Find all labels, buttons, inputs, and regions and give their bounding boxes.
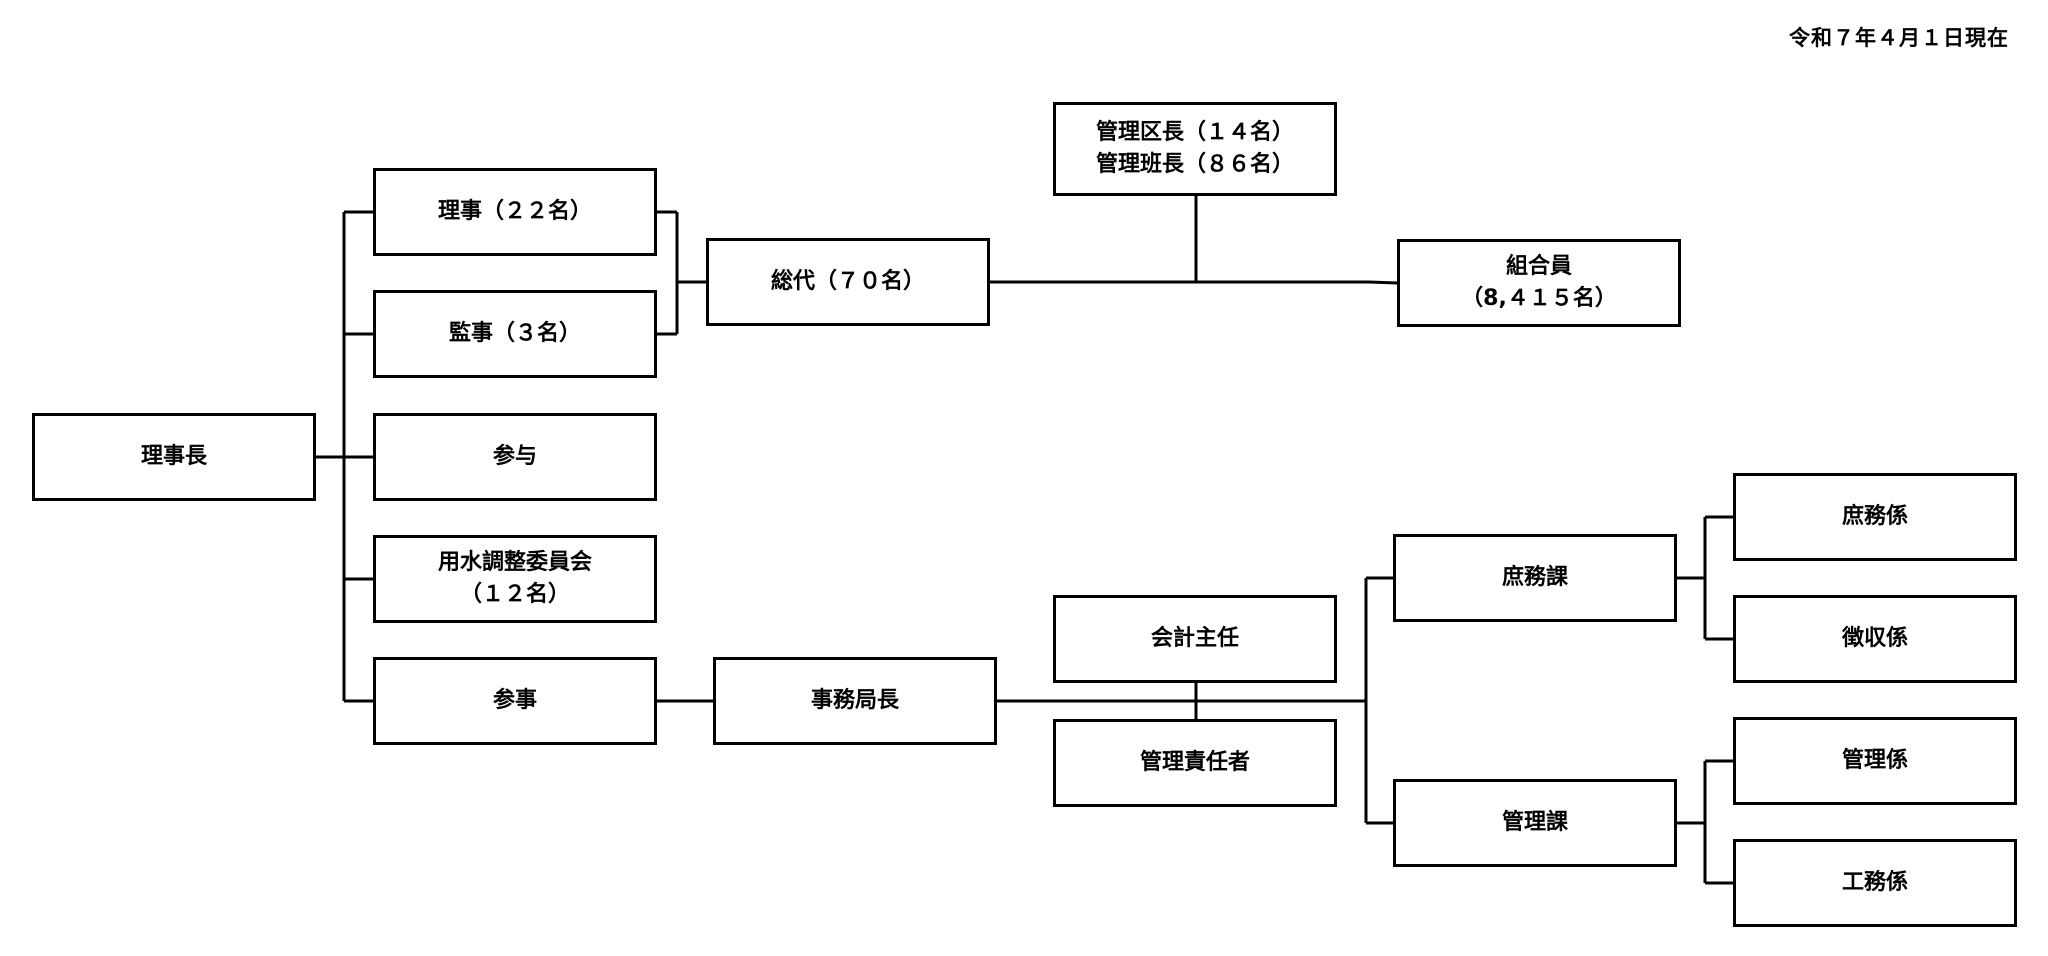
delegates-box: 総代（７０名）: [706, 238, 990, 326]
general-affairs-unit-box: 庶務係: [1733, 473, 2017, 561]
general-affairs-unit-label: 庶務係: [1841, 504, 1908, 529]
construction-unit-box: 工務係: [1733, 839, 2017, 927]
accountant-label: 会計主任: [1150, 626, 1239, 651]
directors-label: 理事（２２名）: [437, 199, 592, 224]
auditors-label: 監事（３名）: [448, 321, 581, 346]
manager-in-charge-box: 管理責任者: [1053, 719, 1337, 807]
management-unit-box: 管理係: [1733, 717, 2017, 805]
water-committee-count: （１２名）: [459, 582, 570, 607]
secretariat-director-label: 事務局長: [810, 688, 899, 713]
members-label: 組合員: [1505, 254, 1572, 279]
members-box: 組合員 （8,４１５名）: [1397, 239, 1681, 327]
general-affairs-section-label: 庶務課: [1501, 565, 1568, 590]
management-section-label: 管理課: [1501, 810, 1568, 835]
secretary-box: 参事: [373, 657, 657, 745]
water-committee-box: 用水調整委員会 （１２名）: [373, 535, 657, 623]
management-section-box: 管理課: [1393, 779, 1677, 867]
members-count: （8,４１５名）: [1461, 286, 1617, 311]
delegates-label: 総代（７０名）: [770, 269, 925, 294]
team-heads-label: 管理班長（８６名）: [1095, 152, 1294, 177]
secretary-label: 参事: [492, 688, 537, 713]
water-committee-label: 用水調整委員会: [437, 550, 592, 575]
collection-unit-label: 徴収係: [1841, 626, 1908, 651]
management-unit-label: 管理係: [1841, 748, 1908, 773]
district-heads-label: 管理区長（１４名）: [1095, 120, 1294, 145]
collection-unit-box: 徴収係: [1733, 595, 2017, 683]
directors-box: 理事（２２名）: [373, 168, 657, 256]
general-affairs-section-box: 庶務課: [1393, 534, 1677, 622]
as-of-date: 令和７年４月１日現在: [1789, 26, 2009, 50]
accountant-box: 会計主任: [1053, 595, 1337, 683]
district-heads-box: 管理区長（１４名） 管理班長（８６名）: [1053, 102, 1337, 196]
secretariat-director-box: 事務局長: [713, 657, 997, 745]
councilor-box: 参与: [373, 413, 657, 501]
chairman-box: 理事長: [32, 413, 316, 501]
manager-in-charge-label: 管理責任者: [1139, 750, 1250, 775]
auditors-box: 監事（３名）: [373, 290, 657, 378]
councilor-label: 参与: [492, 444, 537, 469]
chairman-label: 理事長: [140, 444, 207, 469]
construction-unit-label: 工務係: [1841, 870, 1908, 895]
